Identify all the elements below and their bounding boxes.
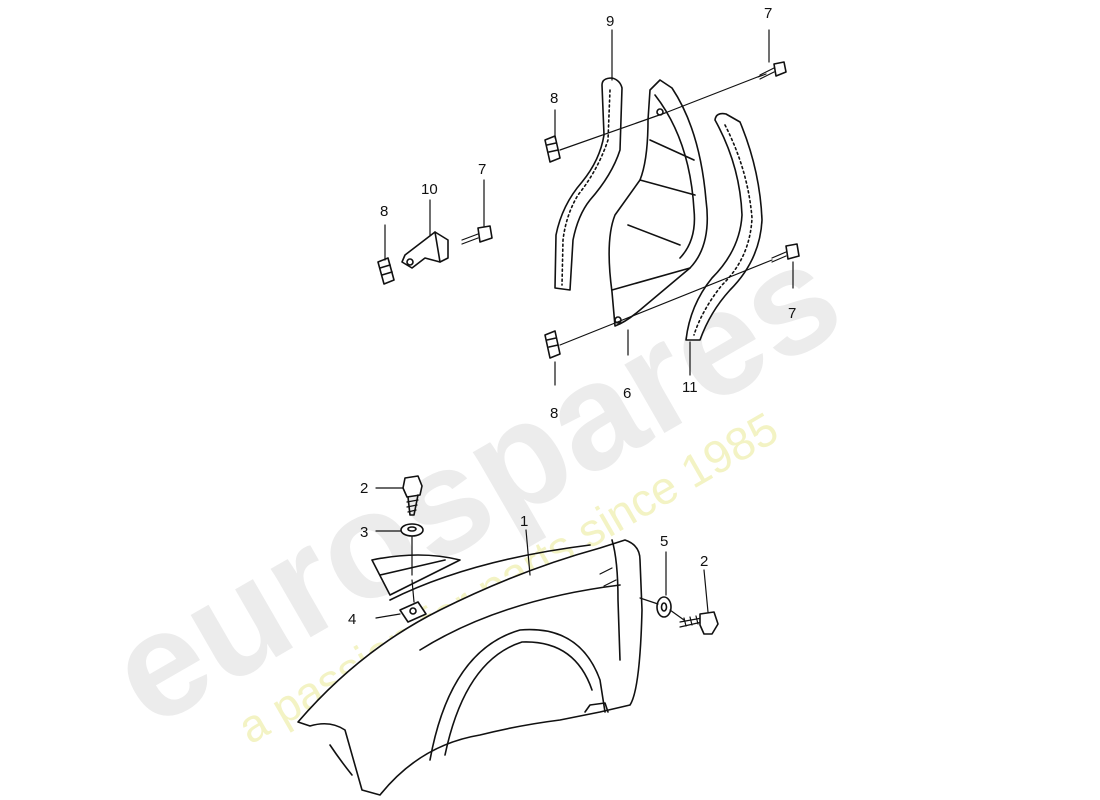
callout-2-top: 2	[360, 480, 368, 497]
part-washer	[400, 523, 424, 537]
callout-7-top: 7	[764, 5, 772, 22]
callout-7-middle: 7	[478, 161, 486, 178]
callout-8-lower: 8	[550, 405, 558, 422]
callout-5: 5	[660, 533, 668, 550]
leader-lines	[375, 29, 794, 621]
callout-9: 9	[606, 13, 614, 30]
part-washer-side	[656, 596, 672, 618]
callout-11: 11	[682, 379, 698, 396]
part-bracket	[401, 231, 449, 269]
callout-8-left: 8	[380, 203, 388, 220]
callout-4: 4	[348, 611, 356, 628]
callout-7-right: 7	[788, 305, 796, 322]
callout-1: 1	[520, 513, 528, 530]
callout-labels: 9 7 8 10 7 8 7 6 11 8 2 3 4 1 5 2	[348, 5, 796, 628]
callout-2-side: 2	[700, 553, 708, 570]
part-seal-strip-right	[685, 112, 763, 341]
part-clip-upper	[544, 135, 561, 163]
callout-8-upper: 8	[550, 90, 558, 107]
callout-6: 6	[623, 385, 631, 402]
part-screw-right	[771, 243, 800, 263]
part-screw-top	[757, 61, 787, 80]
callout-3: 3	[360, 524, 368, 541]
part-shield	[608, 79, 709, 327]
part-clip-lower	[544, 330, 561, 359]
part-clip-left	[377, 257, 395, 285]
part-nut-plate	[399, 601, 427, 623]
part-screw-middle	[461, 225, 493, 245]
part-fender	[297, 539, 643, 796]
callout-10: 10	[421, 181, 438, 198]
part-bolt-side	[679, 611, 719, 635]
